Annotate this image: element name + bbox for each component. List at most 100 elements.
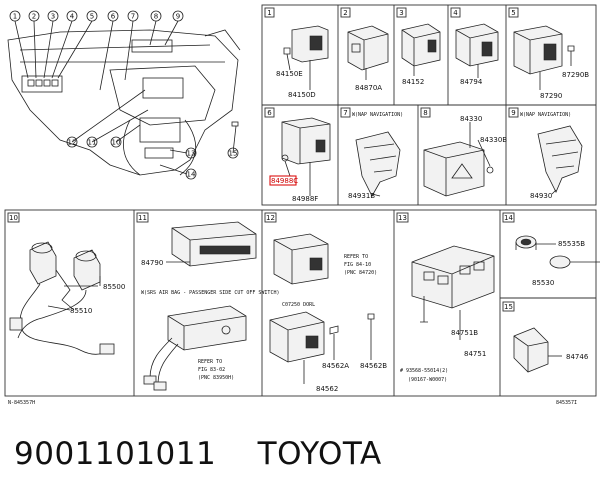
svg-text:1: 1 [13,13,17,21]
part-84794[interactable]: 84794 [460,78,483,86]
cell-15: 15 84746 [502,301,589,373]
overview-callout-14[interactable]: 14 [185,168,197,180]
overview-drawing: 1 2 3 4 5 6 7 8 9 12 11 10 13 14 15 [7,10,241,180]
overview-callout-11[interactable]: 11 [86,136,98,148]
overview-callout-8[interactable]: 8 [150,10,162,22]
cell-12: 12 REFER TO FIG 84-10 (PNC 84720) C07250… [264,212,387,393]
part-85535B[interactable]: 85535B [558,240,585,248]
overview-callout-12[interactable]: 12 [66,136,78,148]
svg-text:3: 3 [399,9,403,17]
refer-11-line2: FIG 83-02 [198,367,225,373]
svg-text:12: 12 [266,214,275,222]
part-84150E[interactable]: 84150E [276,70,303,78]
code-right: 845357I [556,400,577,406]
svg-text:4: 4 [70,13,75,21]
overview-callout-10[interactable]: 10 [110,136,122,148]
cell-9: 9 W(NAP NAVIGATION) 84930 [508,107,583,200]
part-84931B[interactable]: 84931B [348,192,375,200]
cell-6: 6 84988C 84988F [264,107,331,203]
part-84562B[interactable]: 84562B [360,362,387,370]
cell-11-note: W(SRS AIR BAG - PASSENGER SIDE CUT OFF S… [141,290,279,296]
svg-text:2: 2 [343,9,347,17]
cell-9-note: W(NAP NAVIGATION) [520,112,571,118]
part-85510[interactable]: 85510 [70,307,92,315]
cell-12-note: C07250 DORL [282,302,315,308]
overview-callout-15[interactable]: 15 [227,147,239,159]
part-87290B[interactable]: 87290B [562,71,589,79]
svg-text:3: 3 [51,13,55,21]
part-84150D[interactable]: 84150D [288,91,316,99]
cell-5: 5 87290B 87290 [508,7,589,100]
svg-text:5: 5 [90,13,94,21]
svg-text:15: 15 [504,303,513,311]
parts-diagram: 1 2 3 4 5 6 7 8 9 12 11 10 13 14 15 [4,4,600,406]
svg-text:9: 9 [176,13,180,21]
part-85530[interactable]: 85530 [532,279,554,287]
overview-callout-2[interactable]: 2 [28,10,40,22]
refer-11-line1: REFER TO [198,359,222,365]
svg-text:7: 7 [131,13,135,21]
svg-text:2: 2 [32,13,36,21]
part-84152[interactable]: 84152 [402,78,424,86]
cell-10: 10 85500 85510 [7,212,125,355]
refer-12-line3: (PNC 84720) [344,270,377,276]
overview-callout-13[interactable]: 13 [185,147,197,159]
part-84930[interactable]: 84930 [530,192,552,200]
part-84870A[interactable]: 84870A [355,84,382,92]
cell-2: 2 84870A [340,7,389,92]
overview-callout-1[interactable]: 1 [9,10,21,22]
part-87290[interactable]: 87290 [540,92,562,100]
svg-text:10: 10 [112,139,121,147]
svg-text:7: 7 [343,109,347,117]
cell-7: 7 W(NAP NAVIGATION) 84931B [340,107,403,200]
overview-callout-5[interactable]: 5 [86,10,98,22]
svg-text:11: 11 [138,214,147,222]
overview-callout-6[interactable]: 6 [107,10,119,22]
part-84562A[interactable]: 84562A [322,362,349,370]
part-84988F[interactable]: 84988F [292,195,318,203]
svg-text:15: 15 [229,150,238,158]
refer-12-line2: FIG 84-10 [344,262,371,268]
cell-7-note: W(NAP NAVIGATION) [352,112,403,118]
overview-callout-7[interactable]: 7 [127,10,139,22]
svg-text:5: 5 [511,9,515,17]
overview-callout-3[interactable]: 3 [47,10,59,22]
overview-callout-4[interactable]: 4 [66,10,78,22]
cell-14: 14 85535B 85530 [502,212,600,287]
part-number-caption: 9001101011 TOYOTA [14,436,382,472]
cell-11: 11 84790 W(SRS AIR BAG - PASSENGER SIDE … [136,212,279,391]
part-85500[interactable]: 85500 [103,283,125,291]
svg-text:4: 4 [453,9,458,17]
ref-90167: (90167-W0007) [408,377,447,383]
svg-text:8: 8 [154,13,158,21]
overview-callout-9[interactable]: 9 [172,10,184,22]
svg-text:13: 13 [398,214,407,222]
cell-3: 3 84152 [396,7,441,86]
part-84562[interactable]: 84562 [316,385,338,393]
part-84751[interactable]: 84751 [464,350,486,358]
highlight-84988C [269,175,297,186]
svg-text:8: 8 [423,109,427,117]
refer-11-line3: (PNC 83950H) [198,375,234,381]
part-84751B[interactable]: 84751B [451,329,478,337]
svg-text:11: 11 [88,139,97,147]
part-84988C[interactable]: 84988C [271,177,298,185]
cell-8: 8 84330 84330B [420,107,507,197]
svg-text:9: 9 [511,109,515,117]
svg-text:12: 12 [68,139,77,147]
cell-13: 13 84751B 84751 # 93568-55014(2) (90167-… [396,212,495,383]
grid-frame [4,4,597,397]
cell-4: 4 84794 [450,7,499,86]
svg-text:1: 1 [267,9,271,17]
svg-text:6: 6 [267,109,272,117]
part-84746[interactable]: 84746 [566,353,589,361]
svg-text:10: 10 [9,214,18,222]
part-84330[interactable]: 84330 [460,115,482,123]
svg-text:6: 6 [111,13,116,21]
cell-1: 1 84150E 84150D [264,7,329,99]
code-left: N-845357H [8,400,35,406]
part-84790[interactable]: 84790 [141,259,163,267]
part-84330B[interactable]: 84330B [480,136,507,144]
svg-text:14: 14 [187,171,196,179]
svg-text:14: 14 [504,214,513,222]
